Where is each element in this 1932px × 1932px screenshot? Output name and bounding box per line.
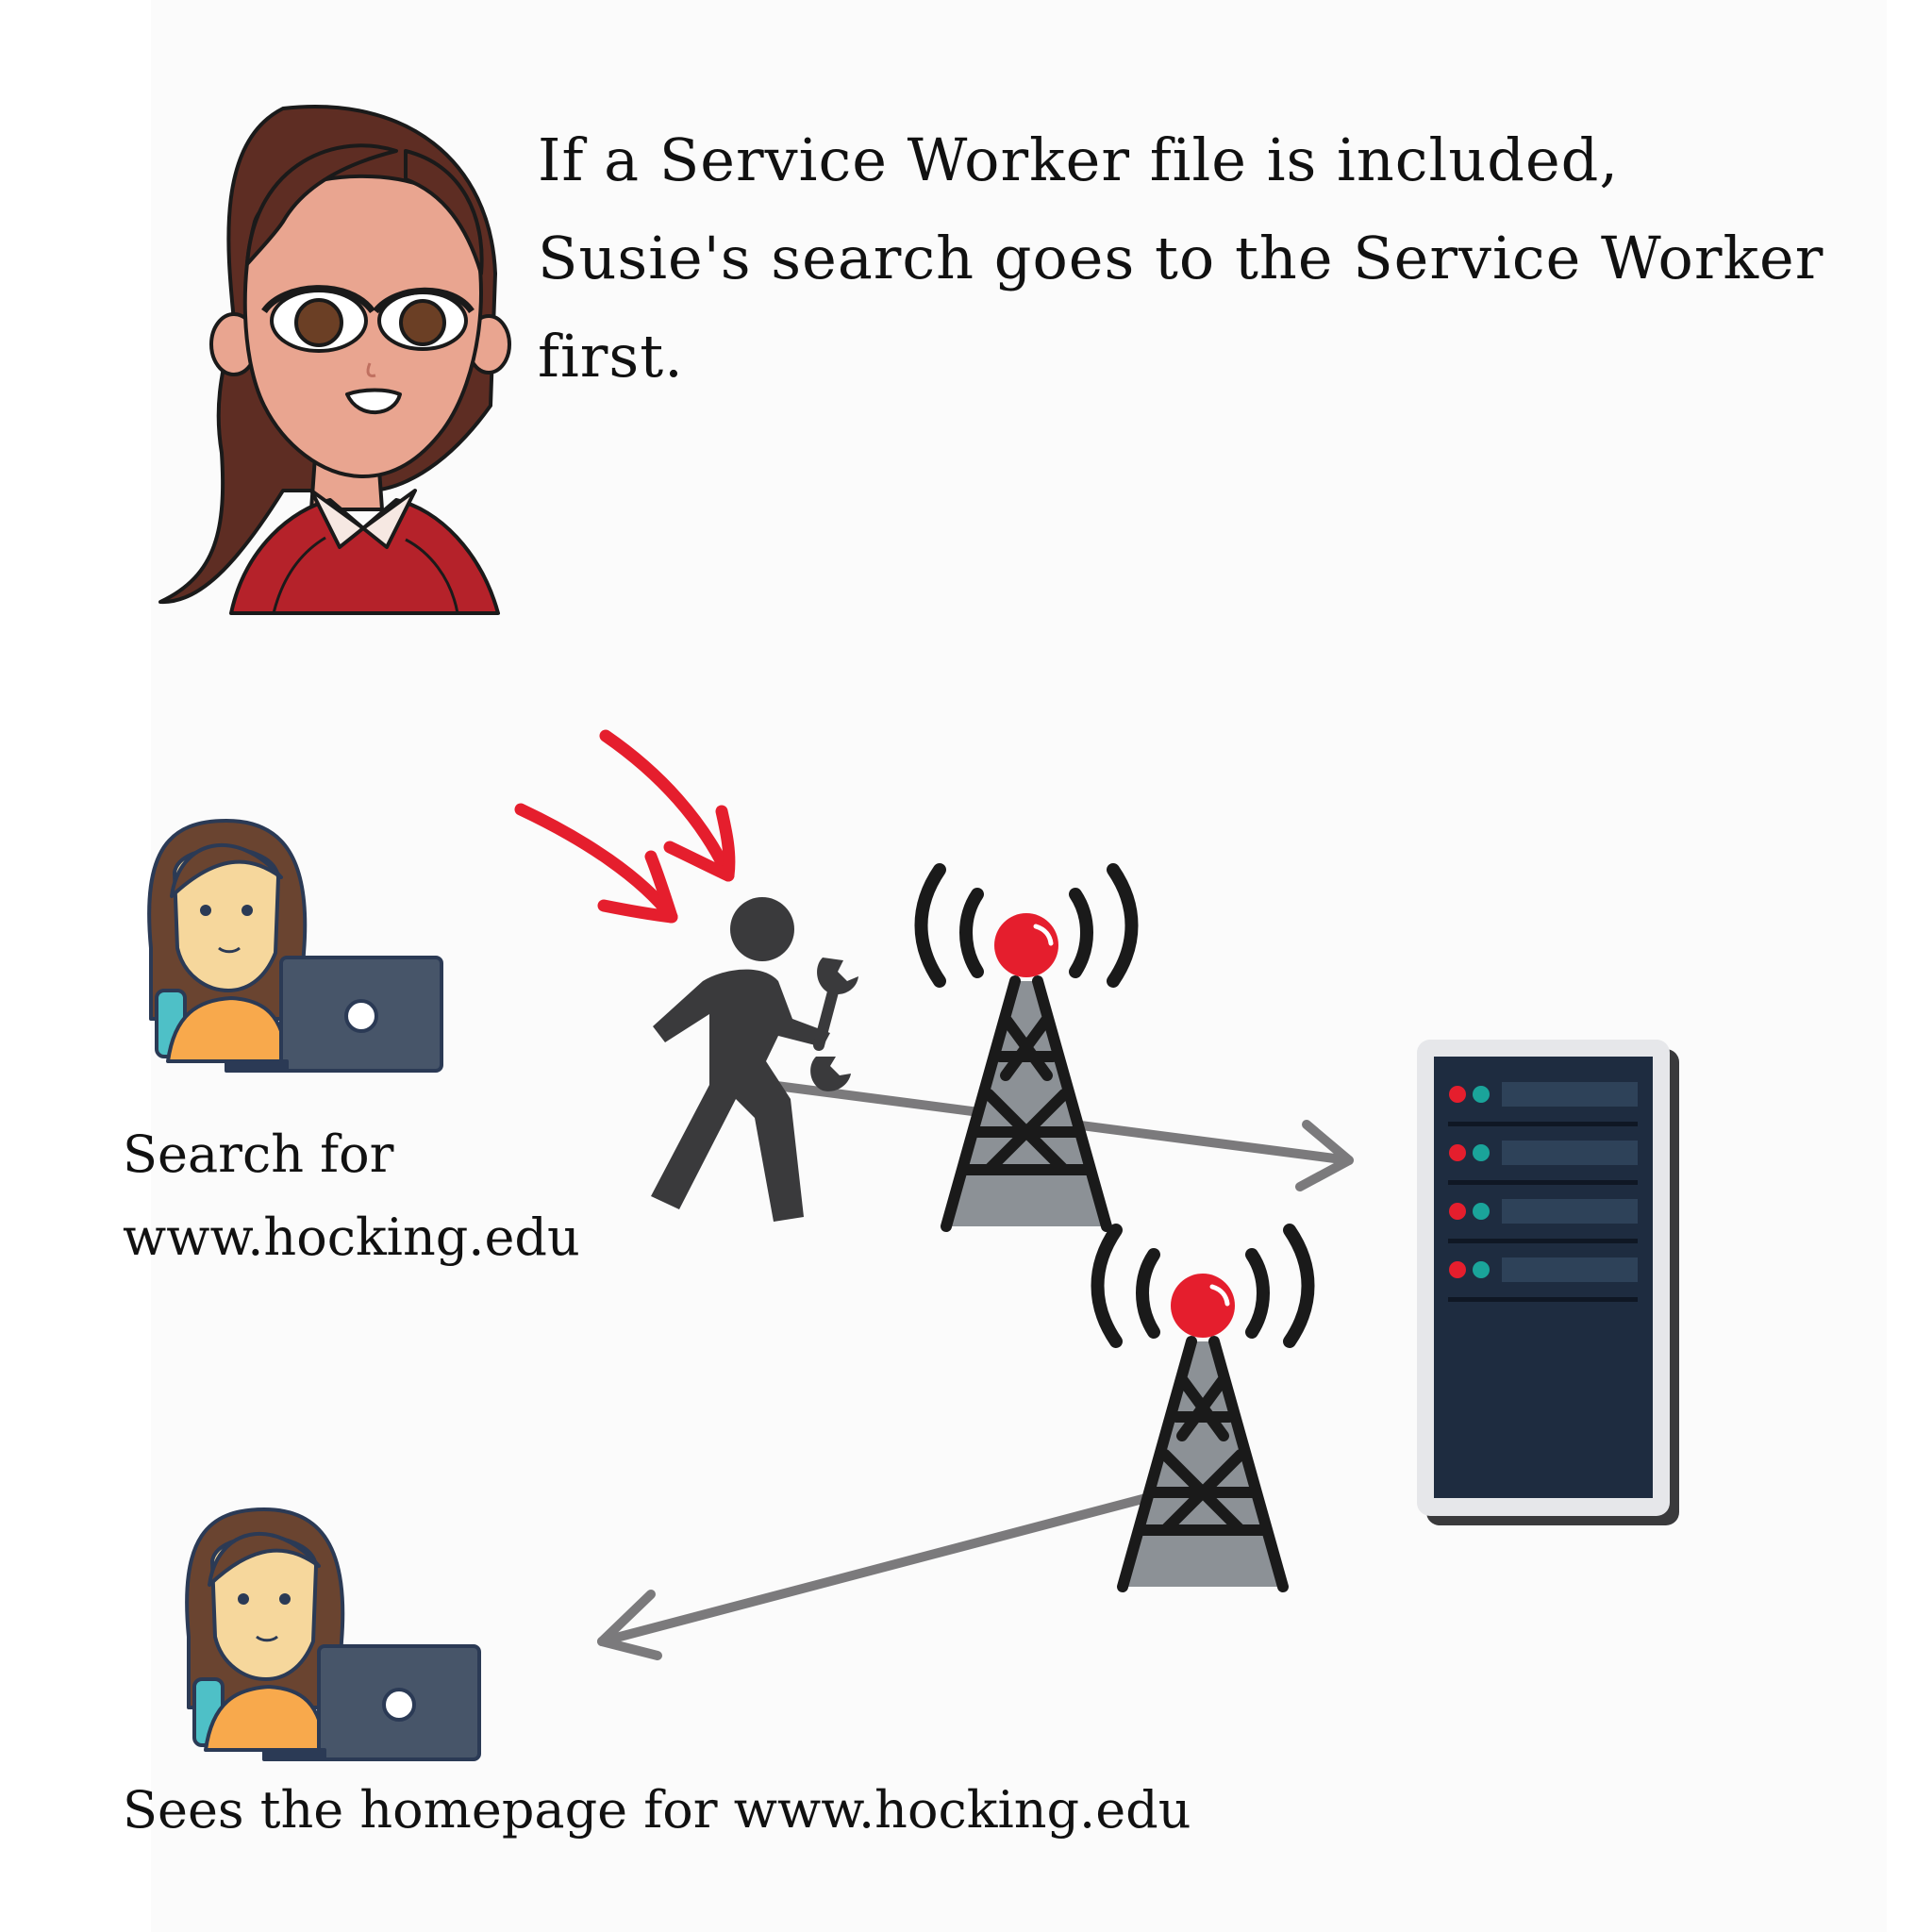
woman-with-laptop-icon xyxy=(149,821,441,1071)
worker-with-wrench-icon xyxy=(651,897,858,1222)
server-rack-icon xyxy=(1417,1040,1679,1525)
headline-text: If a Service Worker file is included, Su… xyxy=(538,111,1877,406)
search-caption: Search for www.hocking.edu xyxy=(123,1113,580,1279)
headline-line: first. xyxy=(538,308,1877,406)
red-pointer-arrow-icon xyxy=(521,736,729,917)
headline-line: Susie's search goes to the Service Worke… xyxy=(538,209,1877,308)
susie-portrait-icon xyxy=(160,107,509,613)
headline-line: If a Service Worker file is included, xyxy=(538,111,1877,209)
search-caption-line: Search for xyxy=(123,1113,580,1196)
radio-tower-icon xyxy=(1098,1230,1308,1587)
response-arrow xyxy=(602,1498,1146,1641)
radio-tower-icon xyxy=(922,870,1132,1226)
woman-with-laptop-icon xyxy=(187,1509,479,1759)
result-caption: Sees the homepage for www.hocking.edu xyxy=(123,1769,1191,1852)
search-caption-url: www.hocking.edu xyxy=(123,1196,580,1279)
